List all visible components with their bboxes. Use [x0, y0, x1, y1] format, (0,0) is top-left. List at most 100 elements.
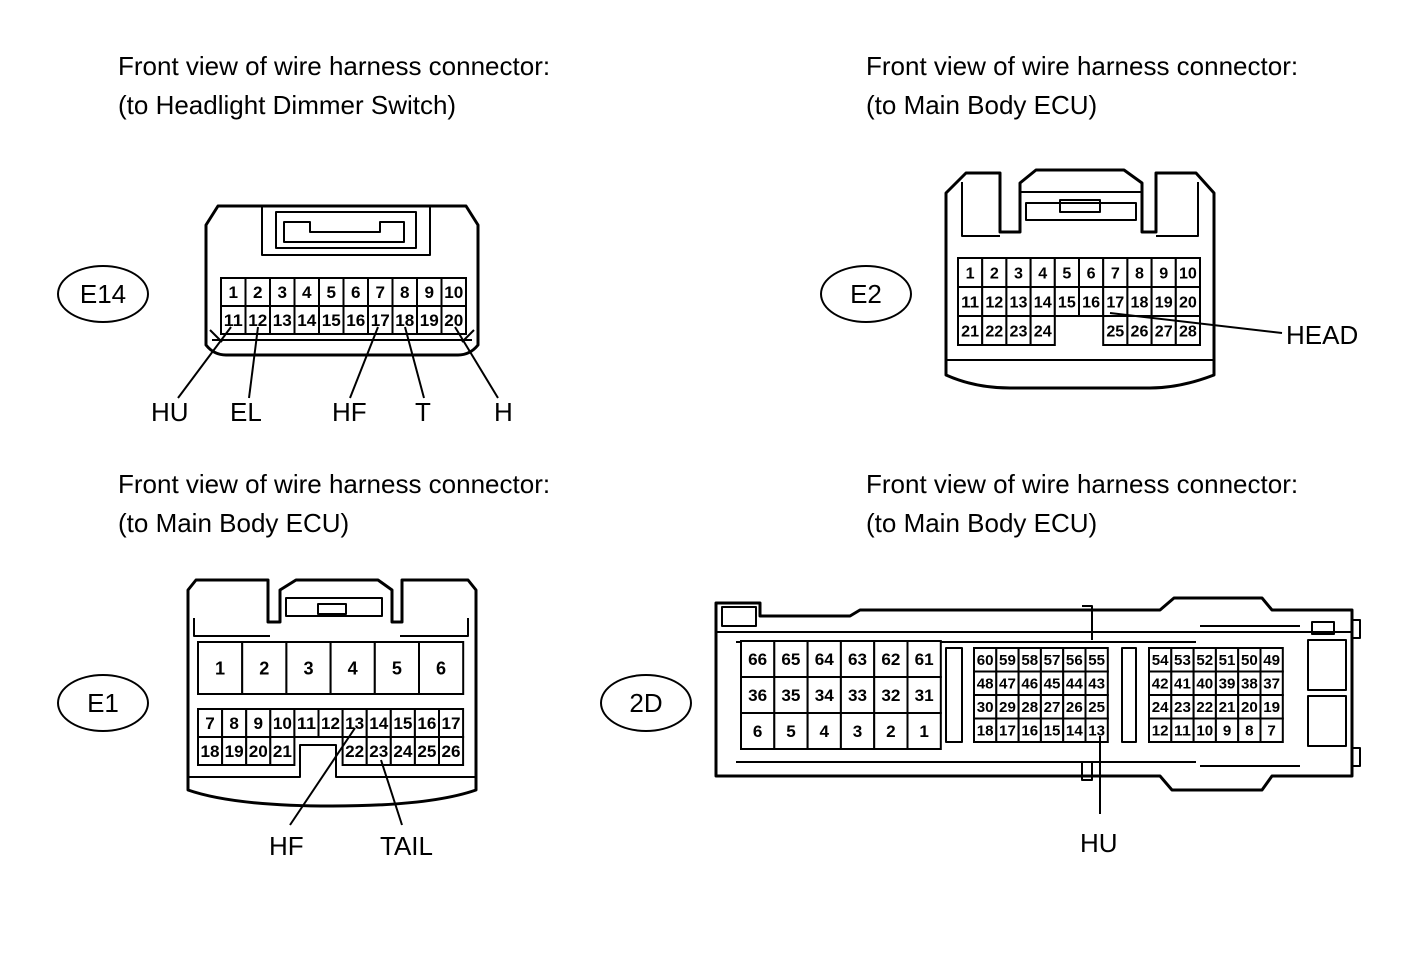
svg-text:23: 23	[1010, 323, 1028, 340]
d2-pin-62: 62	[873, 640, 909, 678]
e14-pin-5: 5	[318, 277, 345, 307]
e1-pin-17: 17	[438, 708, 465, 738]
e14-pin-3: 3	[269, 277, 296, 307]
svg-text:30: 30	[977, 699, 994, 716]
e2-pin-6: 6	[1078, 257, 1105, 288]
svg-text:7: 7	[1267, 723, 1275, 740]
d2-pin-6: 6	[740, 712, 776, 750]
e2-pin-5: 5	[1053, 257, 1081, 288]
d2-pin-19: 19	[1259, 694, 1284, 720]
d2-pin-18: 18	[973, 717, 998, 743]
callout-e1-hf: HF	[269, 831, 304, 861]
e1-pin-21: 21	[269, 736, 296, 766]
svg-text:50: 50	[1241, 652, 1258, 669]
svg-text:10: 10	[273, 714, 292, 733]
d2-pin-10: 10	[1192, 717, 1217, 743]
svg-text:1: 1	[215, 658, 225, 678]
svg-text:28: 28	[1179, 323, 1197, 340]
svg-text:66: 66	[748, 650, 767, 669]
callout-e14-h: H	[494, 397, 513, 427]
svg-text:21: 21	[961, 323, 979, 340]
e1-pin-16: 16	[413, 708, 440, 738]
caption-line-1: Front view of wire harness connector:	[118, 51, 551, 81]
e1-pin-13: 13	[341, 708, 368, 738]
svg-text:10: 10	[1196, 723, 1213, 740]
svg-text:38: 38	[1241, 676, 1258, 693]
e2-pin-14: 14	[1029, 286, 1056, 317]
caption-e2: Front view of wire harness connector: (t…	[866, 47, 1298, 125]
svg-text:9: 9	[1223, 723, 1231, 740]
svg-text:31: 31	[915, 686, 934, 705]
svg-text:25: 25	[1088, 699, 1105, 716]
e1-pin-15: 15	[389, 708, 416, 738]
callout-e14-el: EL	[230, 397, 262, 427]
d2-pin-56: 56	[1062, 647, 1087, 673]
svg-text:4: 4	[348, 658, 358, 678]
svg-text:49: 49	[1263, 652, 1280, 669]
e2-pin-24: 24	[1029, 315, 1056, 346]
e14-pin-7: 7	[367, 277, 394, 307]
svg-text:11: 11	[224, 311, 243, 330]
svg-text:15: 15	[322, 311, 341, 330]
e2-pin-26: 26	[1126, 315, 1153, 346]
d2-pin-40: 40	[1192, 670, 1217, 696]
svg-text:23: 23	[369, 742, 388, 761]
e1-pin-7: 7	[197, 708, 224, 738]
caption-line-2: (to Main Body ECU)	[118, 508, 350, 538]
d2-pin-15: 15	[1039, 717, 1065, 743]
svg-text:16: 16	[346, 311, 365, 330]
e2-pin-16: 16	[1078, 286, 1105, 317]
e1-pin-26: 26	[438, 736, 465, 766]
svg-text:14: 14	[1034, 294, 1052, 311]
svg-text:13: 13	[273, 311, 292, 330]
svg-text:5: 5	[786, 722, 796, 741]
svg-text:12: 12	[321, 714, 340, 733]
caption-line-1: Front view of wire harness connector:	[866, 51, 1299, 81]
svg-text:43: 43	[1088, 676, 1105, 693]
d2-pin-24: 24	[1148, 694, 1173, 720]
svg-text:26: 26	[442, 742, 461, 761]
d2-pin-29: 29	[995, 694, 1020, 720]
d2-pin-31: 31	[906, 676, 942, 714]
svg-text:51: 51	[1219, 652, 1236, 669]
svg-text:14: 14	[297, 311, 317, 330]
svg-text:2: 2	[886, 722, 896, 741]
svg-text:17: 17	[999, 723, 1016, 740]
svg-text:6: 6	[753, 722, 763, 741]
svg-text:10: 10	[444, 283, 463, 302]
d2-pin-59: 59	[995, 647, 1020, 673]
e14-pin-8: 8	[391, 277, 418, 307]
e14-pin-9: 9	[416, 277, 443, 307]
svg-text:56: 56	[1066, 652, 1083, 669]
e14-pin-13: 13	[269, 305, 296, 335]
d2-pin-7: 7	[1259, 717, 1284, 743]
svg-text:42: 42	[1152, 676, 1169, 693]
e1-pin-3: 3	[285, 641, 332, 695]
caption-line-2: (to Main Body ECU)	[866, 90, 1098, 120]
e14-pin-6: 6	[342, 277, 369, 307]
e14-pin-2: 2	[244, 277, 271, 307]
e14-pin-4: 4	[293, 277, 320, 307]
svg-text:4: 4	[302, 283, 312, 302]
e2-pin-3: 3	[1005, 257, 1032, 288]
svg-text:27: 27	[1155, 323, 1173, 340]
caption-line-2: (to Headlight Dimmer Switch)	[118, 90, 457, 120]
svg-text:61: 61	[915, 650, 934, 669]
svg-text:1: 1	[228, 283, 238, 302]
caption-2d: Front view of wire harness connector: (t…	[866, 465, 1298, 543]
e2-pin-4: 4	[1029, 257, 1056, 288]
svg-text:8: 8	[229, 714, 239, 733]
e14-pin-12: 12	[244, 305, 271, 335]
svg-text:59: 59	[999, 652, 1016, 669]
e1-pin-9: 9	[245, 708, 272, 738]
svg-text:15: 15	[393, 714, 412, 733]
d2-pin-2: 2	[873, 712, 909, 750]
svg-text:23: 23	[1174, 699, 1191, 716]
svg-text:33: 33	[848, 686, 867, 705]
e2-pin-17: 17	[1102, 286, 1129, 317]
svg-text:17: 17	[371, 311, 390, 330]
e2-pin-1: 1	[957, 257, 984, 288]
svg-text:46: 46	[1021, 676, 1038, 693]
svg-text:21: 21	[1219, 699, 1236, 716]
